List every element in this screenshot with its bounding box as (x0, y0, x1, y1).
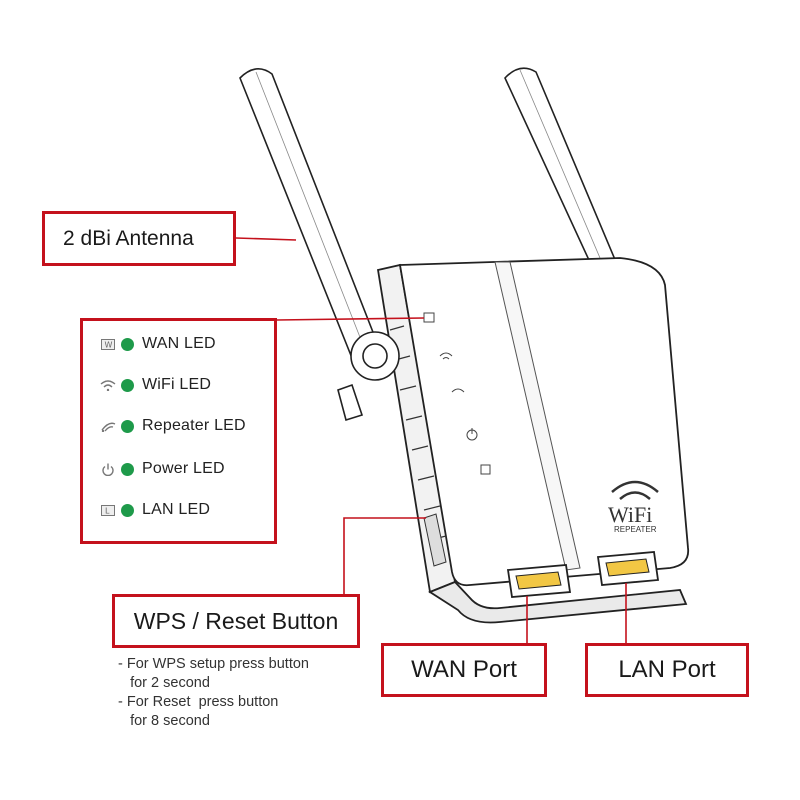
lan-port-callout-label: LAN Port (618, 656, 716, 683)
wps-reset-callout: WPS / Reset Button (112, 594, 360, 648)
led-legend: W WAN LED WiFi LED Repeater LED Power LE… (80, 318, 277, 544)
wifi-logo: WiFi REPEATER (608, 480, 659, 534)
connector-lines (235, 237, 627, 643)
wan-port-socket (506, 564, 572, 598)
device-led-icons (423, 312, 491, 475)
antenna-callout: 2 dBi Antenna (42, 211, 236, 266)
wps-reset-callout-label: WPS / Reset Button (133, 607, 339, 634)
power-icon (99, 463, 117, 476)
repeater-logo-text: REPEATER (614, 525, 657, 534)
repeater-body (376, 257, 690, 624)
wifi-logo-text: WiFi (608, 502, 652, 527)
svg-text:L: L (105, 506, 110, 515)
wan-port-callout: WAN Port (381, 643, 547, 697)
led-label: LAN LED (142, 501, 211, 518)
led-indicator-dot (121, 503, 134, 517)
lan-port-callout: LAN Port (585, 643, 749, 697)
wps-instructions: - For WPS setup press button for 2 secon… (118, 655, 309, 731)
led-row-wan: W WAN LED (99, 333, 216, 355)
repeater-icon (99, 420, 117, 432)
svg-text:W: W (105, 340, 113, 349)
wps-note-line: - For Reset press button (118, 694, 279, 710)
led-indicator-dot (121, 378, 134, 392)
led-row-power: Power LED (99, 458, 225, 480)
lan-badge-icon: L (99, 504, 117, 516)
led-row-wifi: WiFi LED (99, 374, 211, 396)
led-row-repeater: Repeater LED (99, 415, 246, 437)
led-indicator-dot (121, 419, 134, 433)
led-indicator-dot (121, 337, 134, 351)
wan-badge-icon: W (99, 338, 117, 350)
led-indicator-dot (121, 462, 134, 476)
wan-port-callout-label: WAN Port (411, 656, 517, 683)
wps-note-line: for 8 second (118, 713, 210, 729)
led-label: WiFi LED (142, 376, 212, 393)
wps-note-line: for 2 second (118, 675, 210, 691)
antenna-callout-label: 2 dBi Antenna (63, 226, 194, 250)
led-label: Repeater LED (142, 417, 246, 434)
wps-button-slot (423, 513, 447, 567)
wps-note-line: - For WPS setup press button (118, 656, 309, 672)
led-label: WAN LED (142, 335, 216, 352)
led-label: Power LED (142, 460, 225, 477)
led-row-lan: L LAN LED (99, 499, 210, 521)
wifi-icon (99, 379, 117, 391)
left-antenna (239, 68, 400, 422)
lan-port-socket (596, 551, 660, 586)
